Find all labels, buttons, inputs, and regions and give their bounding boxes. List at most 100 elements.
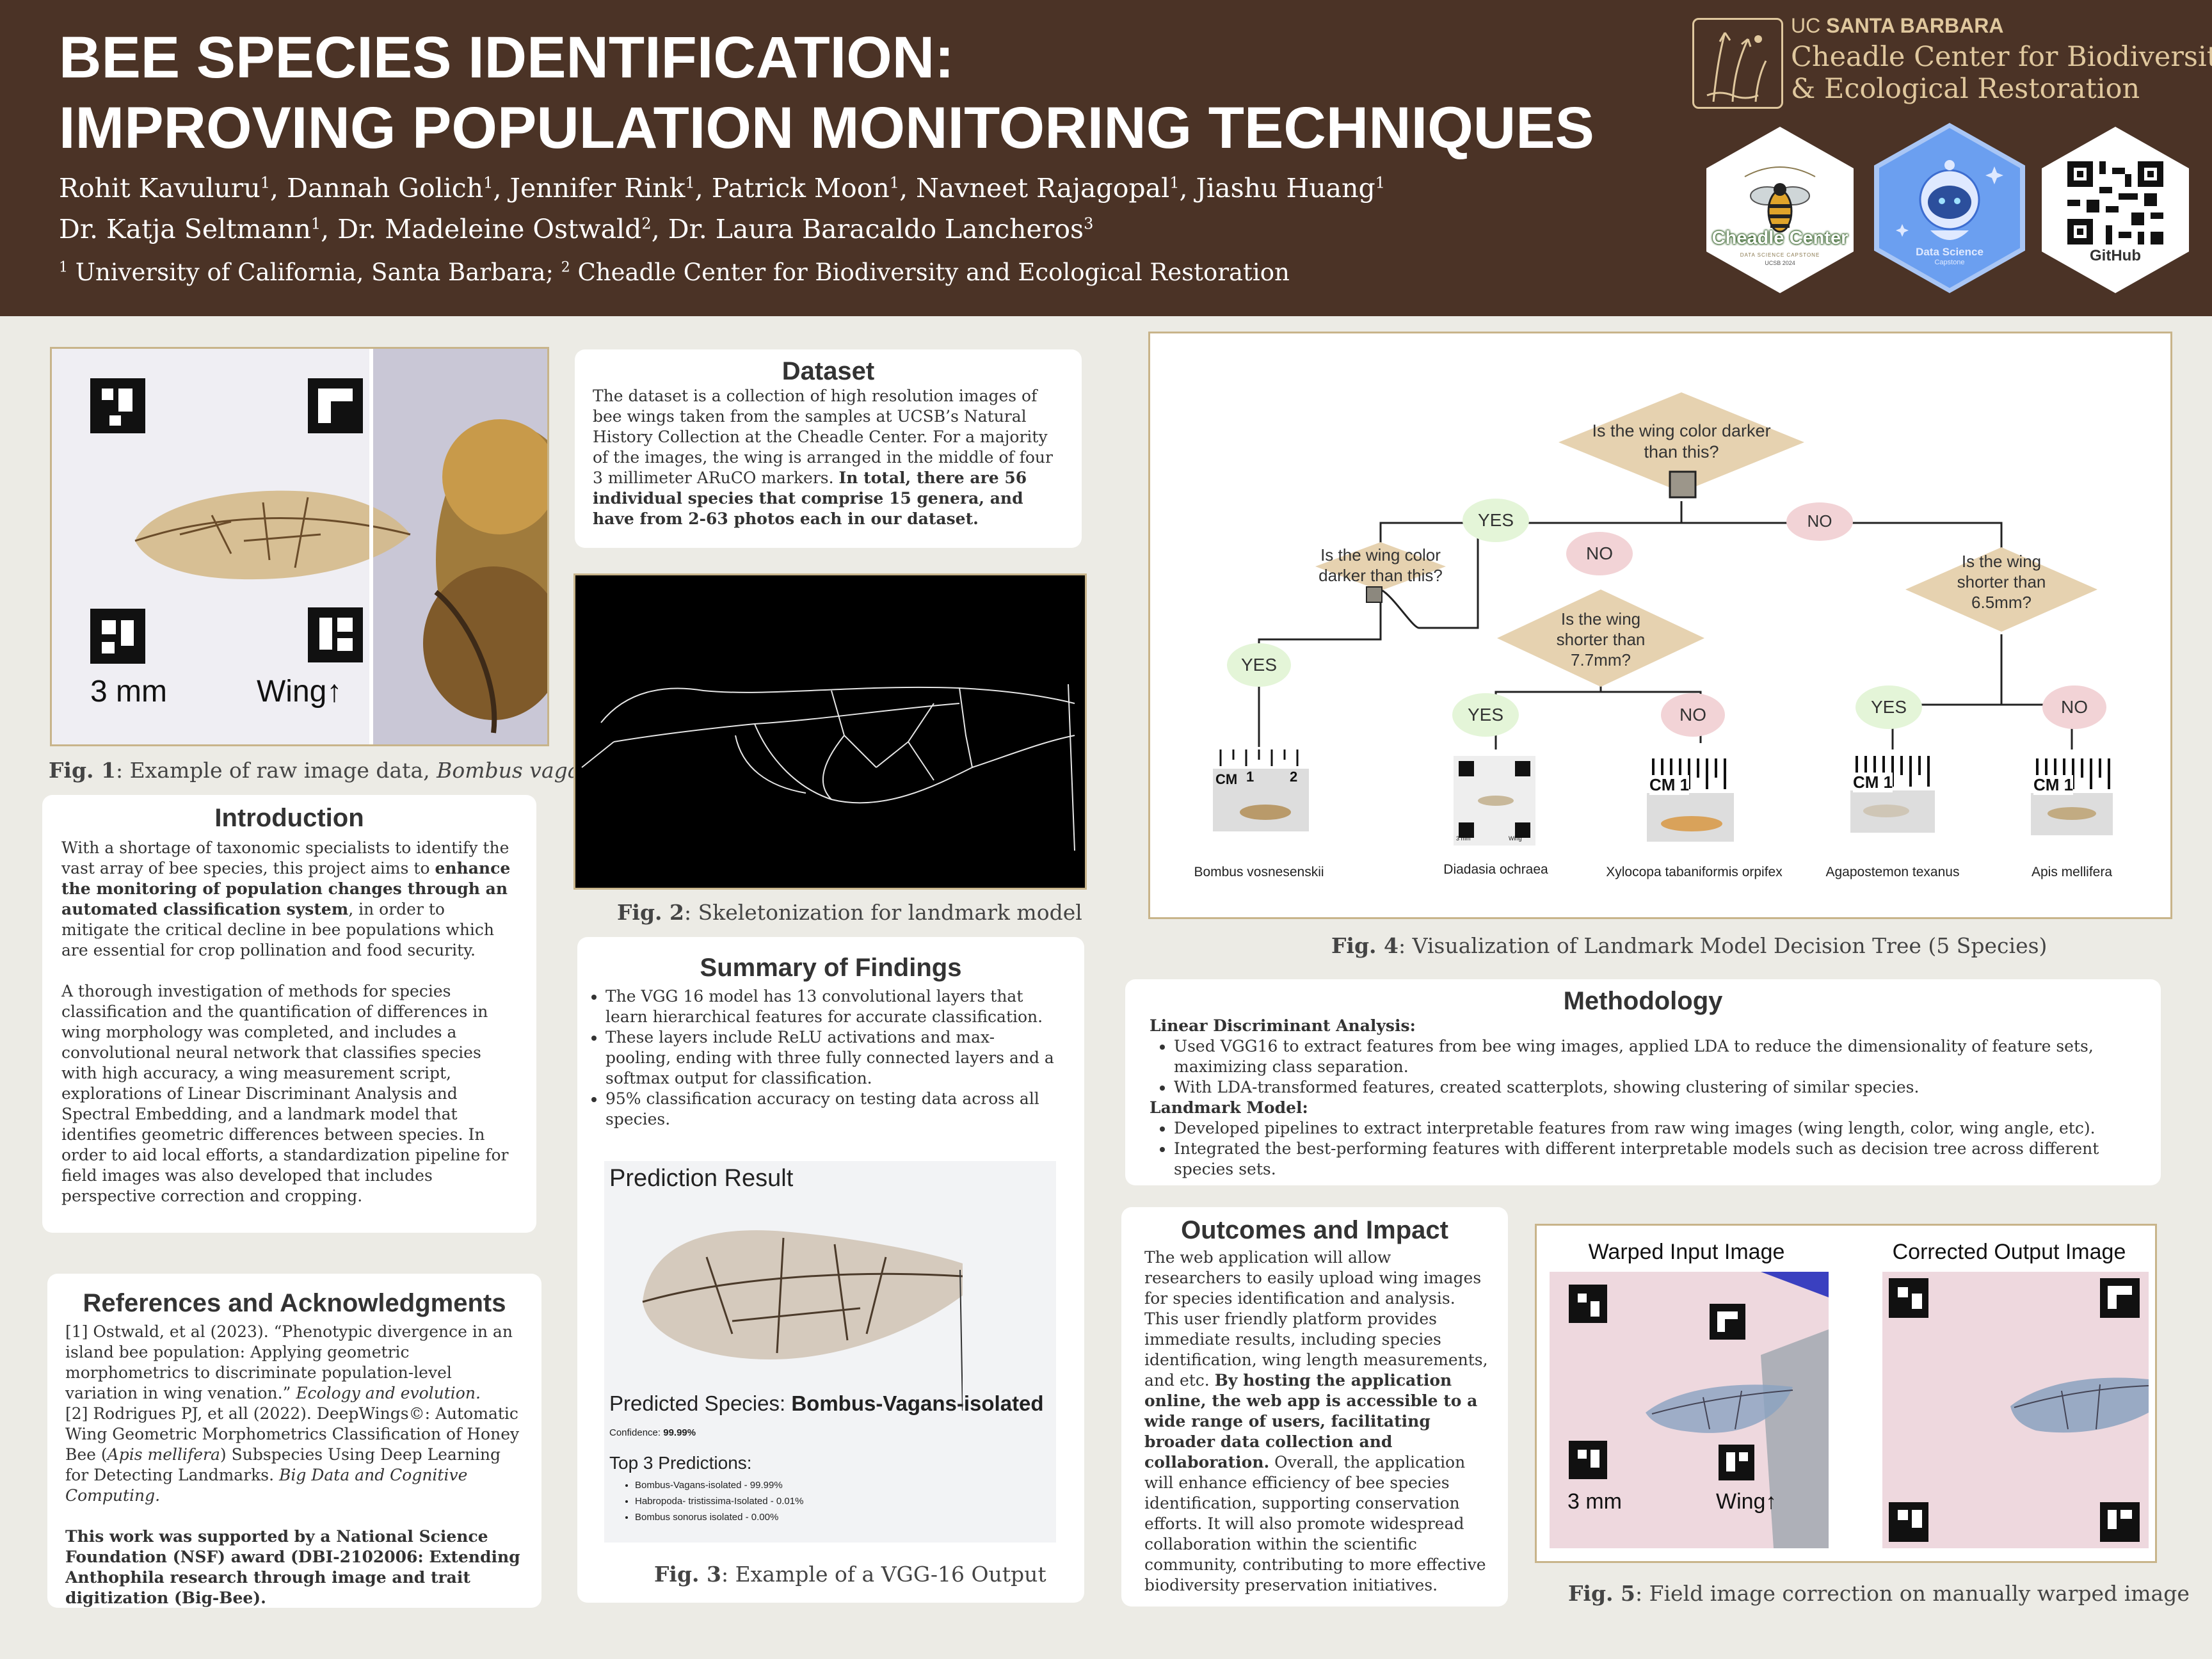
summary-heading: Summary of Findings xyxy=(700,954,962,982)
badge-ds-line2: Capstone xyxy=(1934,259,1965,266)
summary-list: The VGG 16 model has 13 convolutional la… xyxy=(577,986,1084,1130)
leaf-scale-cm: CM 1 xyxy=(2033,775,2074,795)
top3-item: Bombus-Vagans-isolated - 99.99% xyxy=(635,1477,803,1493)
leaf-scale-1: 1 xyxy=(1246,769,1254,785)
yes-node xyxy=(1227,643,1291,687)
top3-item: Habropoda- tristissima-Isolated - 0.01% xyxy=(635,1493,803,1509)
prediction-wing-image xyxy=(642,1230,963,1411)
prediction-heading: Prediction Result xyxy=(609,1165,794,1192)
prediction-confidence: Confidence: 99.99% xyxy=(609,1427,696,1438)
fig2-skeleton-image xyxy=(573,573,1087,890)
summary-bullet: The VGG 16 model has 13 convolutional la… xyxy=(605,986,1059,1027)
yes-label: YES xyxy=(1240,655,1278,675)
leaf-scale-cm: CM 1 xyxy=(1649,775,1690,795)
leaf-scale-cm: CM xyxy=(1215,771,1238,787)
fig5-scale-label: 3 mm xyxy=(1567,1489,1622,1514)
yes-label: YES xyxy=(1870,697,1907,717)
decision-node-root xyxy=(1559,392,1804,492)
warped-image xyxy=(1550,1272,1829,1548)
yes-node xyxy=(1463,499,1529,542)
leaf-scale-mm: 3 mm xyxy=(1456,835,1471,842)
methodology-panel: Methodology Linear Discriminant Analysis… xyxy=(1125,979,2161,1185)
aruco-marker-icon xyxy=(90,609,145,664)
fig1-wing-label: Wing↑ xyxy=(257,675,342,709)
summary-panel: Summary of Findings The VGG 16 model has… xyxy=(577,937,1084,1603)
fig5-wing-label: Wing↑ xyxy=(1716,1489,1777,1514)
bee-icon xyxy=(1744,166,1816,233)
no-node xyxy=(1661,693,1725,737)
leaf-image-bombus xyxy=(1213,749,1309,831)
predicted-species: Predicted Species: Bombus-Vagans-isolate… xyxy=(609,1391,1044,1415)
top3-heading: Top 3 Predictions: xyxy=(609,1453,752,1473)
prediction-result-card: Prediction Result Predicted Species: Bom… xyxy=(604,1161,1056,1543)
dataset-panel: Dataset The dataset is a collection of h… xyxy=(575,349,1082,548)
yes-label: YES xyxy=(1477,510,1514,530)
outcomes-panel: Outcomes and Impact The web application … xyxy=(1121,1207,1508,1607)
leaf-image-apis xyxy=(2031,758,2113,835)
species-label: Apis mellifera xyxy=(2031,865,2113,879)
fig1-caption: Fig. 1: Example of raw image data, Bombu… xyxy=(49,758,612,783)
robot-mascot-icon xyxy=(1896,160,2003,240)
species-label: Agapostemon texanus xyxy=(1825,865,1960,879)
lda-heading: Linear Discriminant Analysis: xyxy=(1150,1016,1416,1035)
lda-bullet: Used VGG16 to extract features from bee … xyxy=(1174,1036,2142,1077)
badge-cheadle-year: UCSB 2024 xyxy=(1765,260,1795,266)
leaf-image-xylocopa xyxy=(1647,758,1734,842)
landmark-heading: Landmark Model: xyxy=(1150,1098,1308,1117)
references-panel: References and Acknowledgments [1] Ostwa… xyxy=(47,1274,541,1608)
aruco-marker-icon xyxy=(90,378,145,433)
fig1-image: 3 mm Wing↑ xyxy=(50,347,549,746)
leaf-image-diadasia xyxy=(1454,756,1535,846)
landmark-list: Developed pipelines to extract interpret… xyxy=(1150,1118,2142,1180)
center-name-line1: Cheadle Center for Biodiversity xyxy=(1791,41,2212,73)
methodology-heading: Methodology xyxy=(1563,987,1723,1015)
corrected-title: Corrected Output Image xyxy=(1892,1240,2126,1264)
yes-node xyxy=(1452,693,1519,737)
qr-code-icon xyxy=(2067,161,2163,244)
fig4-caption: Fig. 4: Visualization of Landmark Model … xyxy=(1331,933,2048,958)
decision-node-mid xyxy=(1497,589,1704,687)
fig1-scale-label: 3 mm xyxy=(90,675,167,709)
species-label: Diadasia ochraea xyxy=(1443,862,1548,877)
species-label: Xylocopa tabaniformis orpifex xyxy=(1606,865,1783,879)
warped-title: Warped Input Image xyxy=(1588,1240,1785,1264)
no-node xyxy=(2042,685,2106,729)
lda-bullet: With LDA-transformed features, created s… xyxy=(1174,1077,2142,1098)
top3-list: Bombus-Vagans-isolated - 99.99% Habropod… xyxy=(609,1477,803,1525)
lda-list: Used VGG16 to extract features from bee … xyxy=(1150,1036,2142,1098)
outcomes-body: The web application will allow researche… xyxy=(1144,1248,1488,1594)
summary-bullet: These layers include ReLU activations an… xyxy=(605,1027,1059,1089)
acknowledgment: This work was supported by a National Sc… xyxy=(65,1527,520,1607)
fig5-caption: Fig. 5: Field image correction on manual… xyxy=(1568,1581,2190,1606)
aruco-marker-icon xyxy=(308,607,363,662)
color-swatch xyxy=(1366,586,1382,603)
leaf-scale-cm: CM 1 xyxy=(1853,773,1893,792)
introduction-paragraph-1: With a shortage of taxonomic specialists… xyxy=(61,838,511,959)
leaf-wing-label: Wing xyxy=(1509,835,1522,842)
top3-item: Bombus sonorus isolated - 0.00% xyxy=(635,1509,803,1525)
no-label: NO xyxy=(1679,705,1706,725)
introduction-paragraph-2: A thorough investigation of methods for … xyxy=(61,982,509,1205)
decision-node-left xyxy=(1315,542,1446,591)
reference-1: [1] Ostwald, et al (2023). “Phenotypic d… xyxy=(65,1322,513,1402)
ucsb-wordmark: UC SANTA BARBARA xyxy=(1791,14,2004,37)
fig3-caption: Fig. 3: Example of a VGG-16 Output xyxy=(654,1562,1046,1587)
center-name-line2: & Ecological Restoration xyxy=(1791,73,2140,105)
no-node xyxy=(1786,502,1853,541)
dataset-body: The dataset is a collection of high reso… xyxy=(593,387,1053,528)
affiliations: 1 University of California, Santa Barbar… xyxy=(59,259,1290,286)
reference-2: [2] Rodrigues PJ, et all (2022). DeepWin… xyxy=(65,1404,520,1505)
leaf-scale-2: 2 xyxy=(1290,769,1298,785)
introduction-heading: Introduction xyxy=(214,804,364,832)
no-label: NO xyxy=(1586,543,1613,563)
references-heading: References and Acknowledgments xyxy=(83,1289,506,1317)
landmark-bullet: Developed pipelines to extract interpret… xyxy=(1174,1118,2142,1139)
species-label: Bombus vosnesenskii xyxy=(1194,865,1324,879)
fig5-image: Warped Input Image Corrected Output Imag… xyxy=(1535,1224,2157,1563)
fig2-caption: Fig. 2: Skeletonization for landmark mod… xyxy=(617,900,1082,925)
poster-title-line1: BEE SPECIES IDENTIFICATION: xyxy=(59,25,954,90)
